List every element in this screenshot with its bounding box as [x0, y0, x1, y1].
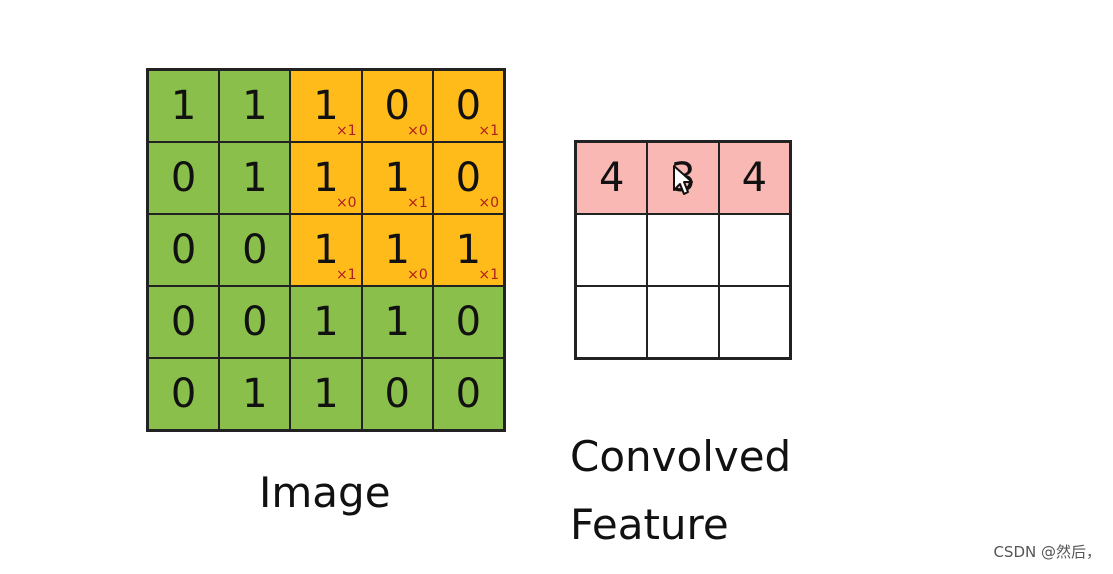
image-cell-value: 0: [242, 299, 268, 345]
image-cell: 1×1: [290, 214, 362, 286]
image-cell-value: 1: [170, 83, 197, 129]
feature-cell: [647, 286, 719, 358]
image-cell-value: 1: [242, 155, 268, 201]
image-cell: 0×0: [432, 142, 504, 214]
kernel-weight: ×0: [407, 123, 428, 139]
image-cell: 0: [219, 286, 291, 358]
kernel-weight: ×1: [407, 195, 428, 211]
image-cell: 1×0: [361, 214, 433, 286]
image-cell-value: 0: [455, 371, 482, 417]
image-cell: 0×0: [361, 70, 433, 142]
feature-cell: [576, 286, 648, 358]
image-cell: 0: [361, 358, 433, 430]
image-cell-value: 1: [384, 155, 410, 201]
feature-cell: [647, 214, 719, 286]
image-cell-value: 1: [242, 83, 268, 129]
feature-cell-value: 4: [598, 155, 625, 201]
feature-cell: [718, 214, 790, 286]
image-cell: 0: [148, 214, 220, 286]
image-cell: 0: [432, 286, 504, 358]
image-cell: 0: [148, 286, 220, 358]
image-cell-value: 0: [455, 299, 482, 345]
image-cell: 1×1: [432, 214, 504, 286]
image-cell: 0×1: [432, 70, 504, 142]
image-cell-value: 0: [455, 83, 482, 129]
image-cell-value: 1: [313, 155, 339, 201]
image-cell: 1: [219, 142, 291, 214]
image-cell-value: 1: [313, 299, 339, 345]
image-cell: 0: [432, 358, 504, 430]
convolved-feature-caption-line2: Feature: [570, 500, 729, 549]
image-cell-value: 0: [384, 371, 410, 417]
kernel-weight: ×0: [478, 195, 499, 211]
feature-cell-value: 4: [741, 155, 768, 201]
image-cell: 1×1: [361, 142, 433, 214]
kernel-weight: ×1: [478, 123, 499, 139]
image-cell: 1: [290, 286, 362, 358]
image-cell-value: 1: [313, 83, 339, 129]
image-cell-value: 1: [242, 371, 268, 417]
image-cell-value: 0: [384, 83, 410, 129]
image-cell: 0: [219, 214, 291, 286]
image-cell: 1: [219, 358, 291, 430]
watermark: CSDN @然后，: [993, 543, 1101, 561]
image-cell: 1: [361, 286, 433, 358]
kernel-weight: ×0: [335, 195, 357, 211]
feature-cell: [718, 286, 790, 358]
feature-cell: 4: [718, 142, 790, 214]
feature-cell: 4: [576, 142, 648, 214]
convolved-feature-caption-line1: Convolved: [570, 432, 792, 481]
image-cell: 0: [148, 358, 220, 430]
kernel-weight: ×1: [335, 123, 357, 139]
image-cell-value: 1: [384, 227, 410, 273]
image-caption: Image: [259, 468, 391, 517]
image-cell: 1: [290, 358, 362, 430]
image-cell-value: 0: [170, 155, 197, 201]
image-cell: 0: [148, 142, 220, 214]
image-cell-value: 0: [170, 299, 197, 345]
image-cell-value: 0: [170, 227, 197, 273]
image-cell-value: 1: [455, 227, 482, 273]
image-cell-value: 0: [170, 371, 197, 417]
image-cell-value: 0: [242, 227, 268, 273]
image-cell: 1×0: [290, 142, 362, 214]
image-cell: 1: [219, 70, 291, 142]
feature-cell: [576, 214, 648, 286]
mouse-pointer-icon: [673, 165, 693, 195]
image-cell: 1: [148, 70, 220, 142]
convolved-feature-grid: 434: [574, 140, 792, 360]
kernel-weight: ×0: [407, 267, 428, 283]
image-cell-value: 1: [384, 299, 410, 345]
image-cell-value: 1: [313, 371, 339, 417]
image-cell-value: 1: [313, 227, 339, 273]
kernel-weight: ×1: [478, 267, 499, 283]
kernel-weight: ×1: [335, 267, 357, 283]
image-cell-value: 0: [455, 155, 482, 201]
image-cell: 1×1: [290, 70, 362, 142]
